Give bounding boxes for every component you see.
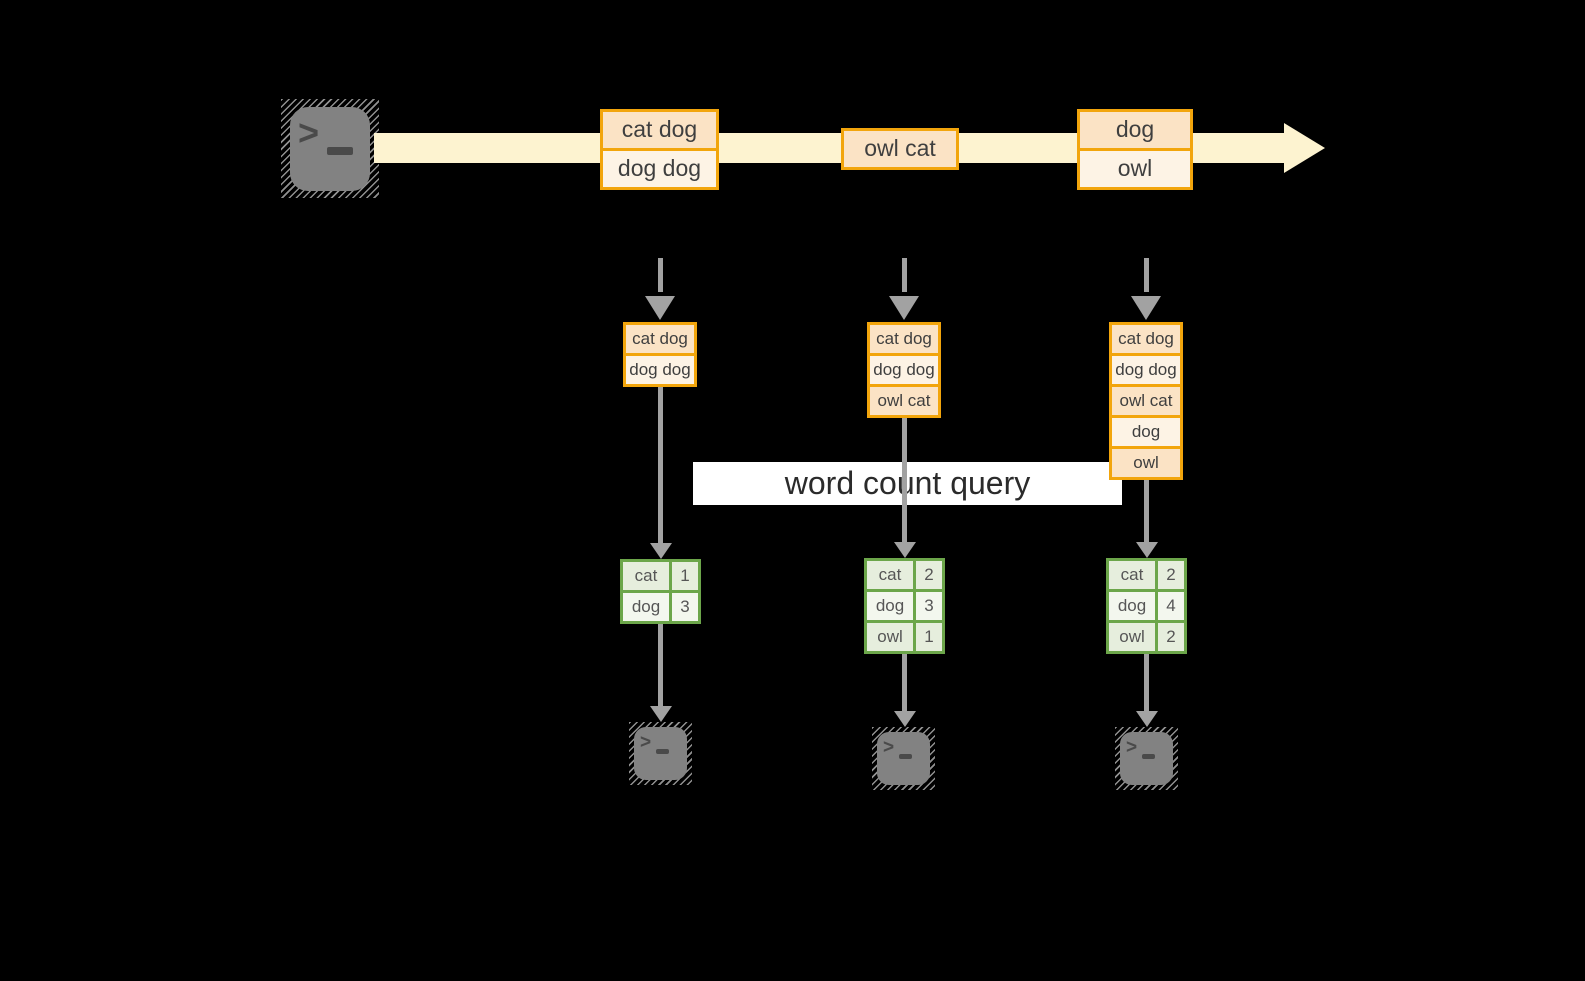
buffer-row: dog dog: [1112, 353, 1180, 384]
dashed-arrow-line: [1144, 258, 1149, 292]
terminal-prompt-icon: >: [1126, 737, 1138, 758]
stream-event-line: cat dog: [603, 112, 716, 148]
buffer-row: cat dog: [870, 325, 938, 353]
dashed-arrow-line: [658, 258, 663, 292]
source-terminal-icon: >: [281, 99, 379, 198]
stream-event-line: owl: [1080, 148, 1190, 187]
arrow-line: [902, 654, 907, 713]
terminal-underscore-icon: [1142, 754, 1155, 759]
result-table-3: cat 2 dog 4 owl 2: [1106, 558, 1187, 654]
sink-terminal-icon-2: >: [872, 727, 935, 790]
result-word: dog: [867, 592, 913, 620]
buffer-row: cat dog: [1112, 325, 1180, 353]
result-word: cat: [867, 561, 913, 589]
terminal-underscore-icon: [656, 749, 669, 754]
result-table-2: cat 2 dog 3 owl 1: [864, 558, 945, 654]
result-count: 1: [672, 562, 698, 590]
terminal-prompt-icon: >: [640, 732, 652, 753]
buffer-stack-1: cat dog dog dog: [623, 322, 697, 387]
stream-event-box-2: owl cat: [841, 128, 959, 170]
result-count: 3: [916, 592, 942, 620]
stream-event-line: owl cat: [844, 131, 956, 167]
stream-arrowhead-icon: [1284, 123, 1325, 173]
buffer-row: owl: [1112, 446, 1180, 477]
arrow-line: [1144, 480, 1149, 542]
arrowhead-icon: [650, 543, 672, 559]
arrowhead-icon: [1136, 542, 1158, 558]
result-count: 2: [1158, 561, 1184, 589]
arrowhead-icon: [650, 706, 672, 722]
arrow-line: [658, 624, 663, 708]
result-count: 4: [1158, 592, 1184, 620]
terminal-underscore-icon: [327, 147, 353, 155]
dashed-arrowhead-icon: [1131, 296, 1161, 320]
stream-event-line: dog: [1080, 112, 1190, 148]
query-banner-label: word count query: [784, 465, 1031, 501]
result-word: owl: [867, 623, 913, 651]
buffer-row: dog dog: [870, 353, 938, 384]
result-word: dog: [623, 593, 669, 621]
result-word: cat: [1109, 561, 1155, 589]
result-count: 2: [916, 561, 942, 589]
buffer-stack-2: cat dog dog dog owl cat: [867, 322, 941, 418]
buffer-row: owl cat: [870, 384, 938, 415]
terminal-prompt-icon: >: [298, 112, 320, 153]
dashed-arrow-line: [902, 258, 907, 292]
buffer-row: dog: [1112, 415, 1180, 446]
terminal-prompt-icon: >: [883, 737, 895, 758]
buffer-row: owl cat: [1112, 384, 1180, 415]
arrowhead-icon: [894, 542, 916, 558]
result-count: 3: [672, 593, 698, 621]
buffer-row: cat dog: [626, 325, 694, 353]
query-banner: word count query: [693, 462, 1122, 505]
dashed-arrowhead-icon: [645, 296, 675, 320]
dashed-arrowhead-icon: [889, 296, 919, 320]
result-table-1: cat 1 dog 3: [620, 559, 701, 624]
result-word: owl: [1109, 623, 1155, 651]
stream-event-box-1: cat dog dog dog: [600, 109, 719, 190]
result-word: cat: [623, 562, 669, 590]
stream-event-line: dog dog: [603, 148, 716, 187]
buffer-stack-3: cat dog dog dog owl cat dog owl: [1109, 322, 1183, 480]
arrow-line: [658, 387, 663, 543]
result-count: 1: [916, 623, 942, 651]
arrow-line: [902, 418, 907, 542]
result-count: 2: [1158, 623, 1184, 651]
buffer-row: dog dog: [626, 353, 694, 384]
arrowhead-icon: [1136, 711, 1158, 727]
arrow-line: [1144, 654, 1149, 713]
arrowhead-icon: [894, 711, 916, 727]
sink-terminal-icon-1: >: [629, 722, 692, 785]
terminal-underscore-icon: [899, 754, 912, 759]
stream-event-box-3: dog owl: [1077, 109, 1193, 190]
sink-terminal-icon-3: >: [1115, 727, 1178, 790]
result-word: dog: [1109, 592, 1155, 620]
